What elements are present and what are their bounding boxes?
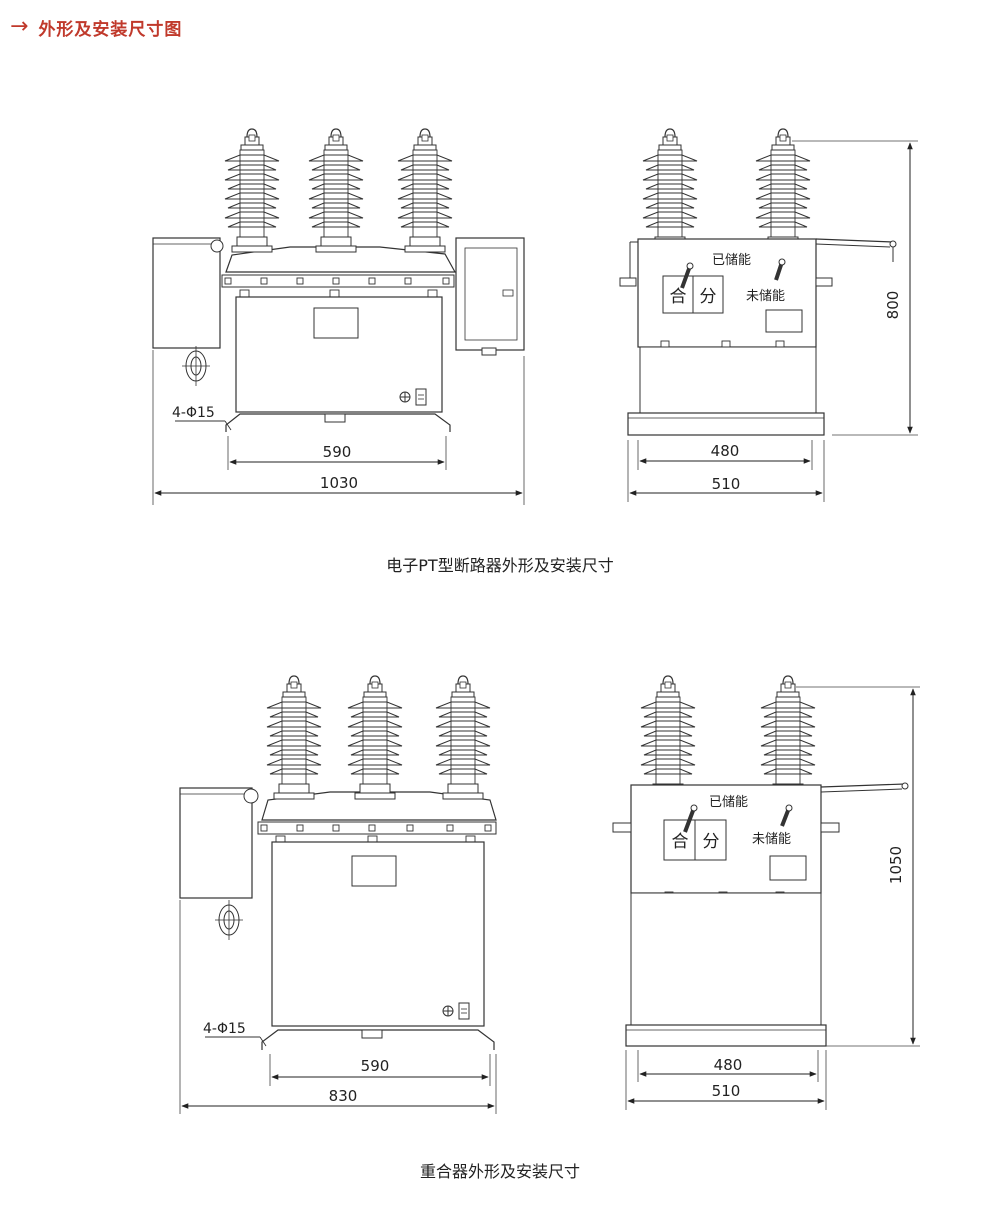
hole-spec-label: 4-Φ15 [172,405,215,421]
nameplate [313,307,359,339]
open-indicator: 分 [703,832,720,852]
spring-not-stored-label: 未储能 [752,832,791,847]
section-title: 外形及安装尺寸图 [38,19,183,40]
figure2-front-view: 4-Φ15 590 830 [179,675,497,1114]
figure1-side-view: 合 分 已储能 未储能 480 510 800 [619,128,918,502]
close-indicator: 合 [672,832,689,852]
control-cabinet [179,787,253,899]
close-indicator: 合 [670,287,687,307]
hole-spec-label: 4-Φ15 [203,1021,246,1037]
dim-overall-width: 830 [329,1087,358,1105]
section-header: → 外形及安装尺寸图 [10,12,182,42]
control-cabinet [152,237,221,349]
figure1-caption: 电子PT型断路器外形及安装尺寸 [386,556,614,575]
arrow-right-icon: → [10,14,29,39]
dim-overall-width: 1030 [320,474,358,492]
side-dim-outer: 510 [712,1082,741,1100]
dim-mounting-width: 590 [323,443,352,461]
side-dim-inner: 480 [711,442,740,460]
figure2-caption: 重合器外形及安装尺寸 [419,1162,580,1181]
side-dim-height: 800 [884,291,902,320]
side-dim-inner: 480 [714,1056,743,1074]
side-dim-height: 1050 [887,846,905,884]
open-indicator: 分 [700,287,717,307]
spring-not-stored-label: 未储能 [746,289,785,304]
spring-stored-label: 已储能 [712,253,751,268]
figure1-front-view: 4-Φ15 590 1030 [152,128,525,505]
nameplate [351,855,397,887]
dim-mounting-width: 590 [361,1057,390,1075]
spring-stored-label: 已储能 [709,795,748,810]
figure2-side-view: 合 分 已储能 未储能 480 510 1050 [612,675,920,1110]
side-dim-outer: 510 [712,475,741,493]
